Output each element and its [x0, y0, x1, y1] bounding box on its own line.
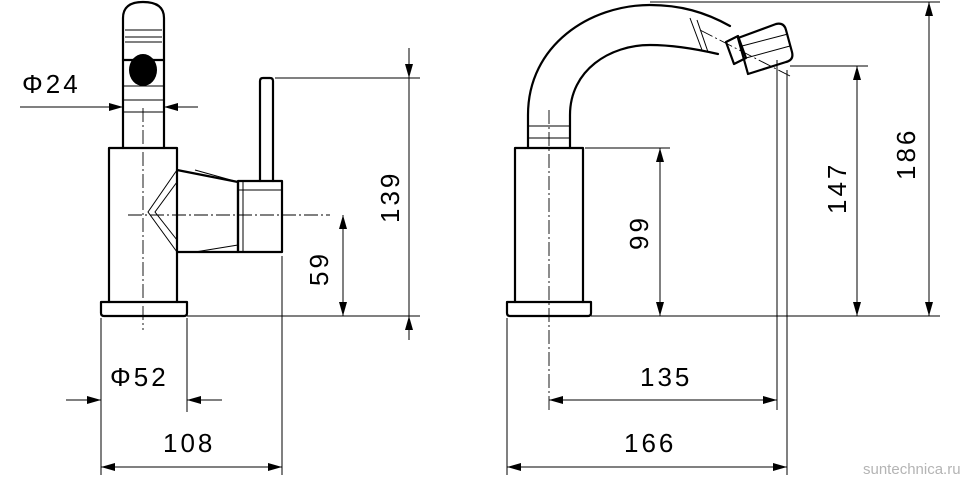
front-base-plate [505, 300, 593, 318]
dim-total-reach: 166 [506, 70, 788, 475]
side-body-shading [147, 169, 239, 253]
watermark: suntechnica.ru [863, 461, 961, 478]
side-spout-riser [121, 58, 166, 150]
front-spout-inner [568, 43, 720, 150]
dim-total-height-label: 186 [891, 128, 921, 180]
dim-outlet-height-front: 147 [790, 65, 868, 316]
dim-total-reach-label: 166 [624, 428, 676, 458]
front-aerator-head [736, 22, 794, 76]
dim-spout-diameter: Φ24 [20, 69, 198, 111]
front-spout-rings [528, 17, 709, 139]
side-cartridge-bevel [238, 181, 282, 252]
side-spout-rings [123, 29, 164, 113]
dim-total-height: 186 [650, 1, 940, 316]
side-base-plate [99, 300, 189, 318]
dim-overall-height: 139 [187, 48, 420, 340]
dim-spout-diameter-label: Φ24 [22, 69, 81, 99]
front-spout-outer [526, 3, 732, 150]
dim-body-height: 99 [585, 147, 940, 317]
side-aerator-outlet [129, 54, 157, 86]
dim-body-height-label: 99 [624, 215, 654, 250]
front-body [513, 146, 585, 304]
dim-overall-height-label: 139 [375, 171, 405, 223]
dim-outlet-height: 59 [304, 215, 347, 316]
side-view: Φ24 Φ52 108 139 [20, 0, 420, 475]
dim-overall-width: 108 [100, 256, 283, 475]
front-view: 166 135 99 147 [505, 1, 940, 475]
dim-base-diameter: Φ52 [66, 318, 222, 412]
front-aerator-shading [741, 33, 791, 59]
dim-spout-reach: 135 [549, 60, 778, 410]
side-lever-cartridge [236, 179, 284, 254]
front-spout-axis [699, 29, 791, 77]
dim-spout-reach-label: 135 [640, 362, 692, 392]
side-valve-housing [175, 168, 240, 254]
dim-overall-width-label: 108 [163, 428, 215, 458]
dim-base-diameter-label: Φ52 [110, 362, 169, 392]
dim-outlet-height-front-label: 147 [822, 162, 852, 214]
dim-outlet-height-label: 59 [304, 251, 334, 286]
side-lever-rod [258, 76, 275, 183]
side-spout-head [121, 0, 166, 62]
